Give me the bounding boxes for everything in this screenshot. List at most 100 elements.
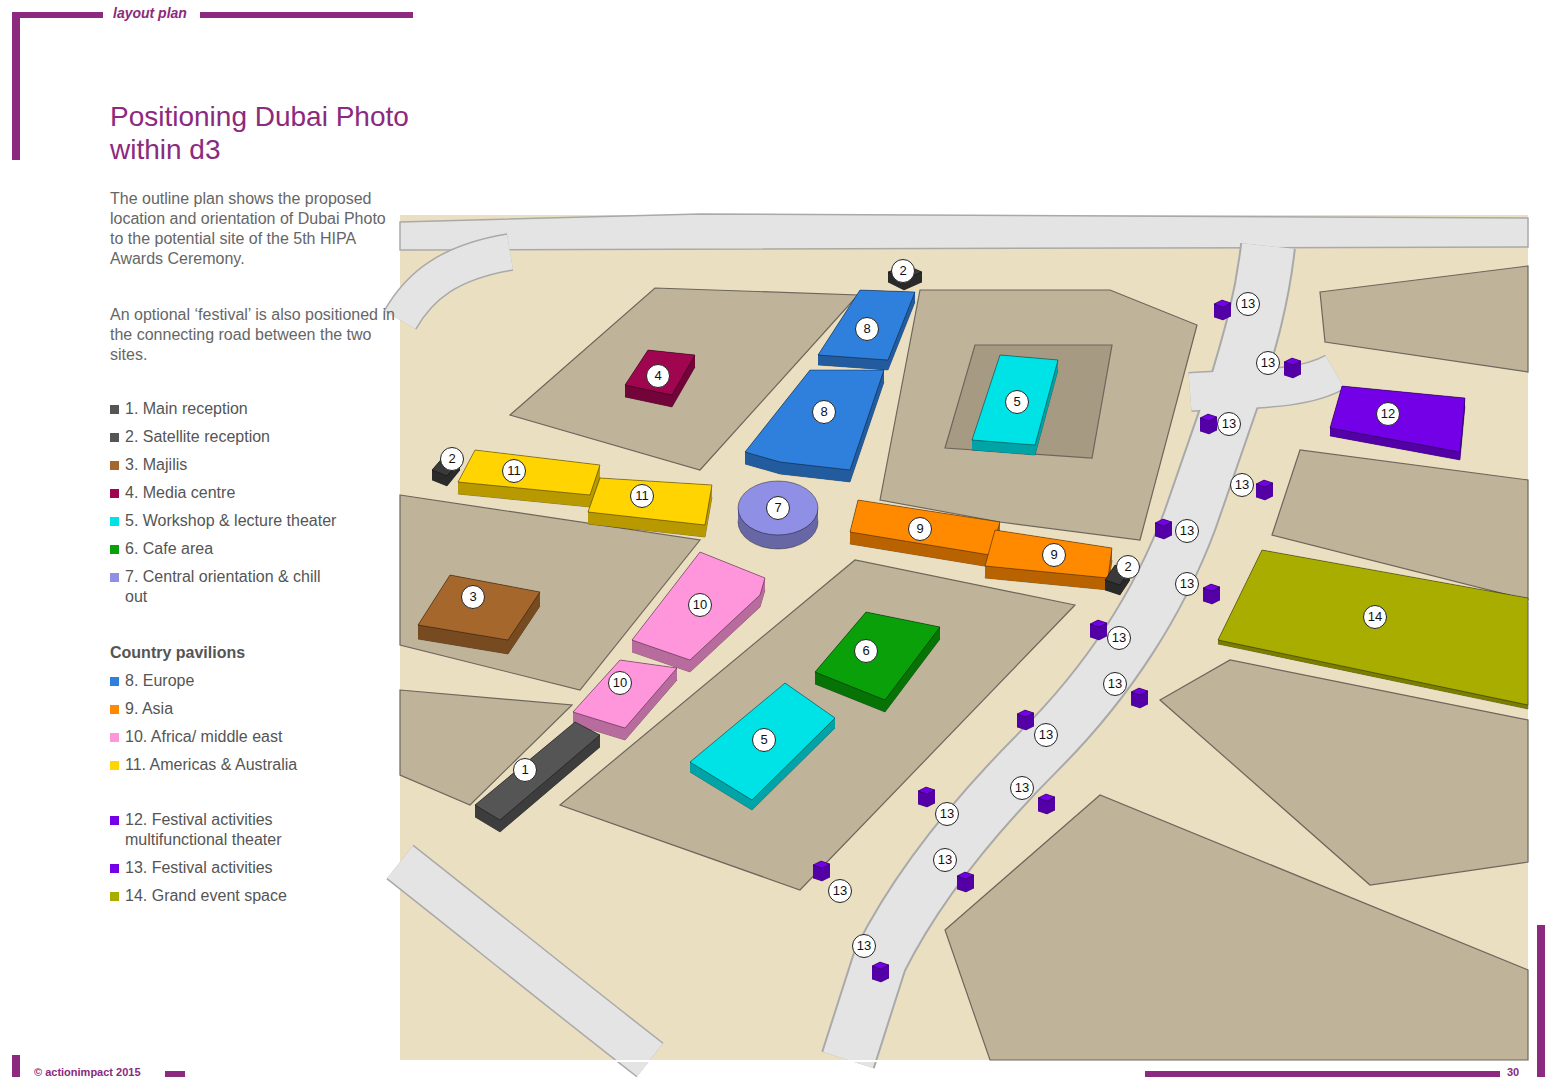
building-roof bbox=[738, 481, 818, 535]
legend-swatch bbox=[110, 864, 119, 873]
building-roof bbox=[573, 660, 677, 728]
callout-number: 2 bbox=[1116, 555, 1140, 579]
legend-swatch bbox=[110, 816, 119, 825]
building-roof bbox=[1218, 550, 1528, 705]
asia-pavilion: 9 bbox=[848, 498, 1002, 569]
building-roof bbox=[588, 478, 712, 525]
americas-pavilion: 11 bbox=[586, 476, 714, 539]
callout-number: 13 bbox=[1103, 672, 1127, 696]
frame-bar bbox=[12, 1055, 20, 1077]
callout-number: 13 bbox=[1010, 776, 1034, 800]
building-roof bbox=[985, 530, 1112, 578]
legend-swatch bbox=[110, 433, 119, 442]
legend-text: 8. Europe bbox=[125, 671, 385, 691]
satellite-reception: 2 bbox=[886, 257, 924, 292]
festival-kiosk: 13 bbox=[1088, 618, 1133, 652]
building-shape bbox=[473, 720, 602, 834]
building-roof bbox=[972, 355, 1058, 445]
callout-number: 13 bbox=[1256, 351, 1280, 375]
central-orientation: 7 bbox=[736, 479, 820, 551]
building-roof bbox=[1090, 620, 1107, 627]
callout-number: 1 bbox=[513, 758, 537, 782]
festival-kiosk: 13 bbox=[1254, 349, 1303, 380]
callout-number: 8 bbox=[812, 400, 836, 424]
building-roof bbox=[818, 290, 915, 360]
building-roof bbox=[815, 612, 940, 700]
copyright: © actionimpact 2015 bbox=[34, 1066, 141, 1078]
africa-pavilion: 10 bbox=[630, 550, 767, 674]
building-roof bbox=[625, 350, 695, 395]
legend-text: 9. Asia bbox=[125, 699, 385, 719]
building-shape bbox=[1216, 548, 1530, 711]
festival-kiosk: 13 bbox=[850, 932, 891, 984]
callout-number: 13 bbox=[1230, 473, 1254, 497]
main-reception: 1 bbox=[473, 720, 602, 834]
building-roof bbox=[475, 722, 600, 820]
legend-text: 1. Main reception bbox=[125, 399, 385, 419]
festival-kiosk: 13 bbox=[1228, 471, 1275, 502]
satellite-reception: 2 bbox=[1103, 553, 1142, 597]
festival-kiosk: 13 bbox=[1101, 670, 1150, 710]
frame-bar bbox=[165, 1071, 185, 1077]
building-roof bbox=[850, 500, 1000, 555]
callout-number: 9 bbox=[1042, 543, 1066, 567]
building-roof bbox=[690, 683, 835, 800]
callout-number: 13 bbox=[852, 934, 876, 958]
intro-text: An optional ‘festival’ is also positione… bbox=[110, 305, 395, 365]
callout-number: 2 bbox=[440, 447, 464, 471]
legend-text: 10. Africa/ middle east bbox=[125, 727, 385, 747]
festival-kiosk: 13 bbox=[1212, 290, 1262, 322]
building-roof bbox=[1155, 519, 1172, 526]
building-roof bbox=[1038, 794, 1055, 801]
legend-swatch bbox=[110, 517, 119, 526]
callout-number: 2 bbox=[891, 259, 915, 283]
callout-number: 7 bbox=[766, 496, 790, 520]
legend-swatch bbox=[110, 489, 119, 498]
frame-bar bbox=[12, 12, 20, 160]
frame-bar bbox=[1145, 1071, 1500, 1077]
legend-text: 7. Central orientation & chill out bbox=[125, 567, 325, 607]
workshop-theater: 5 bbox=[970, 353, 1060, 457]
asia-pavilion: 9 bbox=[983, 528, 1114, 592]
building-roof bbox=[1284, 358, 1301, 365]
header-tag: layout plan bbox=[113, 5, 187, 21]
legend-text: 4. Media centre bbox=[125, 483, 385, 503]
legend-text: 2. Satellite reception bbox=[125, 427, 385, 447]
legend-swatch bbox=[110, 705, 119, 714]
building-roof bbox=[418, 575, 540, 640]
building-roof bbox=[1203, 584, 1220, 591]
legend-text: 5. Workshop & lecture theater bbox=[125, 511, 395, 531]
map-ground bbox=[400, 215, 1528, 1060]
building-shape bbox=[813, 610, 942, 714]
festival-kiosk: 13 bbox=[811, 859, 854, 905]
legend-swatch bbox=[110, 405, 119, 414]
festival-kiosk: 13 bbox=[1173, 570, 1222, 606]
frame-bar bbox=[1537, 925, 1545, 1077]
callout-number: 13 bbox=[933, 848, 957, 872]
building-roof bbox=[1017, 710, 1034, 717]
frame-bar bbox=[200, 12, 413, 18]
building-roof bbox=[1200, 414, 1217, 421]
page-title: Positioning Dubai Photo within d3 bbox=[110, 100, 455, 166]
grand-event-space: 14 bbox=[1216, 548, 1530, 711]
callout-number: 11 bbox=[630, 484, 654, 508]
americas-pavilion: 11 bbox=[456, 448, 602, 509]
legend-text: 14. Grand event space bbox=[125, 886, 385, 906]
callout-number: 13 bbox=[828, 879, 852, 903]
building-roof bbox=[1131, 688, 1148, 695]
festival-theater: 12 bbox=[1328, 384, 1467, 462]
building-roof bbox=[957, 872, 974, 879]
callout-number: 10 bbox=[688, 593, 712, 617]
legend-swatch bbox=[110, 733, 119, 742]
legend-heading: Country pavilions bbox=[110, 644, 245, 662]
building-shape bbox=[416, 573, 542, 656]
callout-number: 6 bbox=[854, 639, 878, 663]
cafe-area: 6 bbox=[813, 610, 942, 714]
callout-number: 13 bbox=[1236, 292, 1260, 316]
europe-pavilion: 8 bbox=[743, 368, 886, 484]
callout-number: 13 bbox=[935, 802, 959, 826]
legend-text: 11. Americas & Australia bbox=[125, 755, 385, 775]
building-shape bbox=[456, 448, 602, 509]
plots bbox=[400, 266, 1528, 1060]
building-roof bbox=[632, 552, 765, 660]
